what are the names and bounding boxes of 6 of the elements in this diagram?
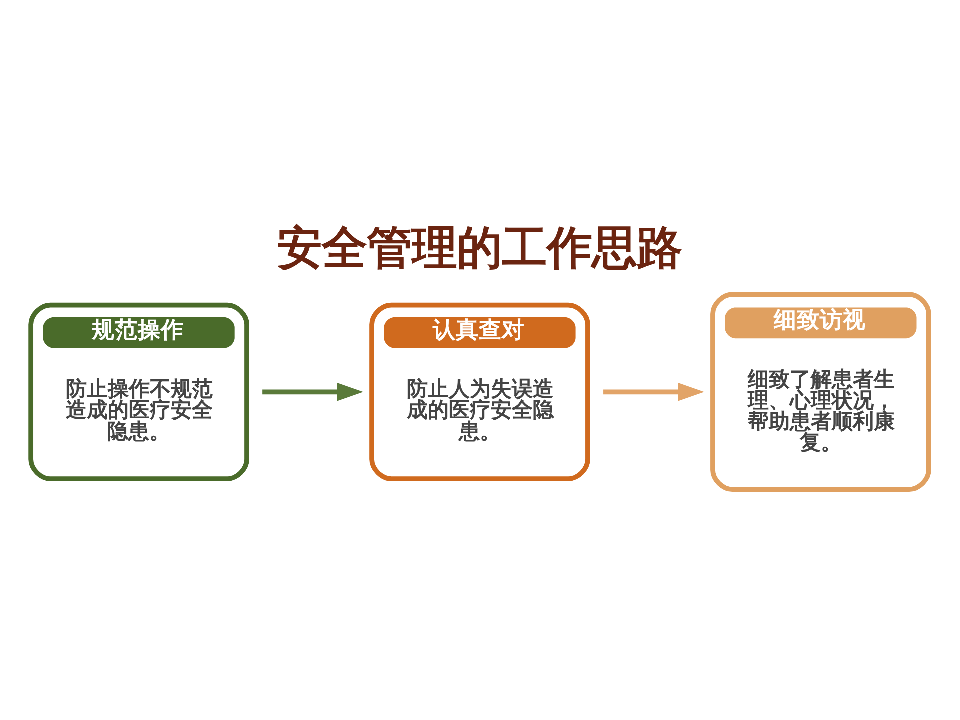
- arrow: [604, 382, 704, 401]
- diagram-title: 安全管理的工作思路: [277, 221, 682, 274]
- node-box: 规范操作 防止操作不规范造成的医疗安全隐患。: [28, 302, 250, 481]
- node-box: 细致访视 细致了解患者生理、心理状况，帮助患者顺利康复。: [710, 292, 932, 492]
- node-box: 认真查对 防止人为失误造成的医疗安全隐患。: [370, 302, 590, 481]
- arrow: [262, 382, 364, 401]
